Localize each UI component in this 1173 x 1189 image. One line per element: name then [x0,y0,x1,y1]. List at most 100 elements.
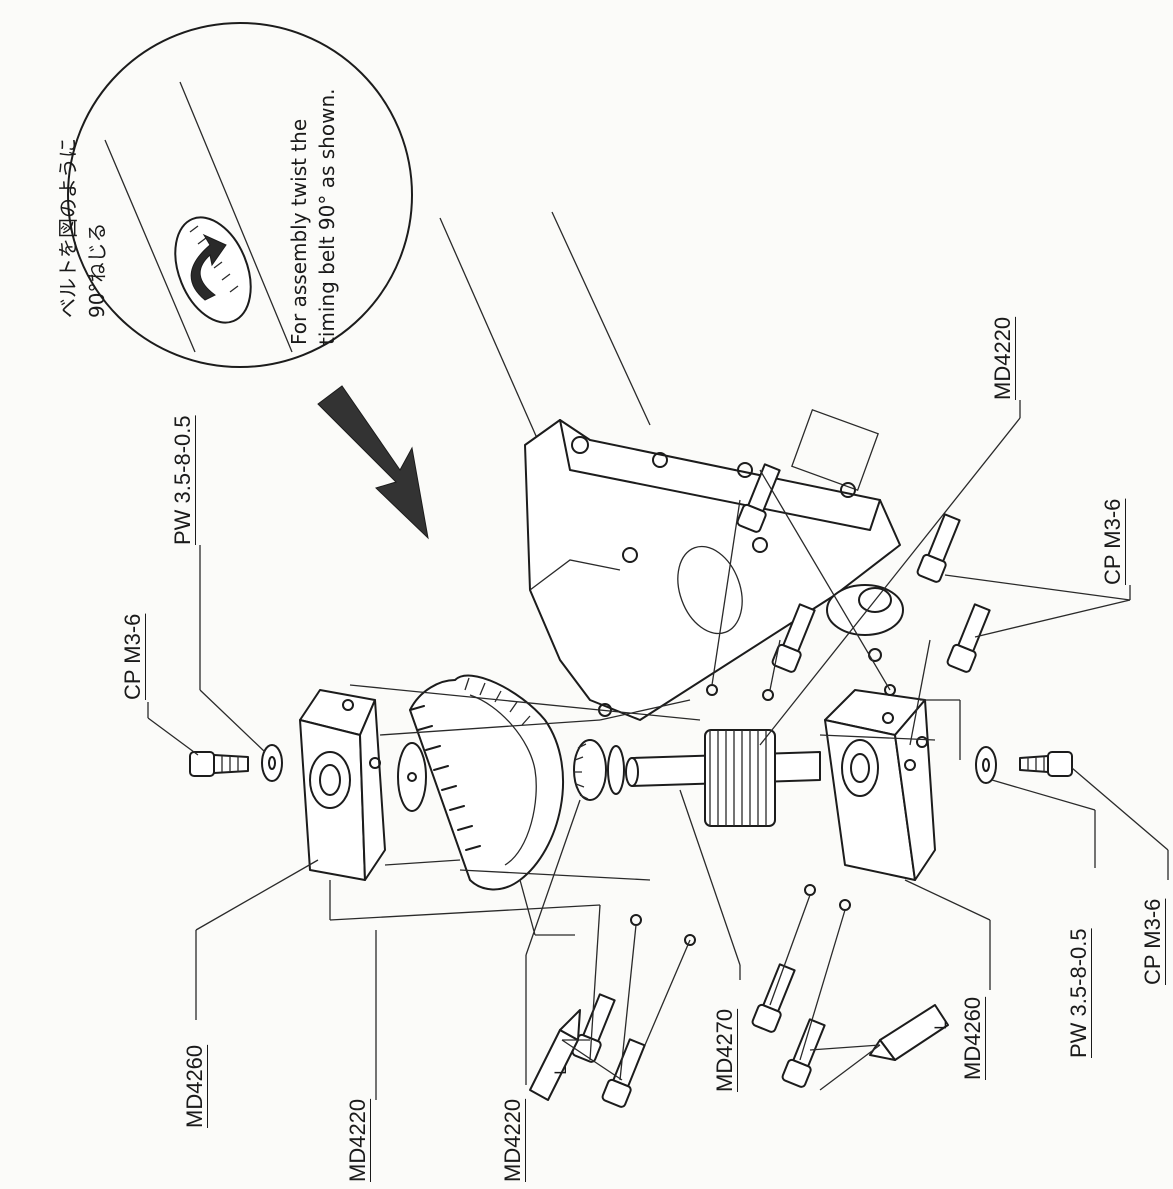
housing-hole-8 [868,648,882,662]
right-block-hole [904,759,916,771]
housing-hole-4 [840,482,856,498]
left-cap-screw [189,751,249,777]
left-block-front [299,719,366,881]
belt-inner-line [469,694,537,866]
housing-hole-3 [737,462,753,478]
screw-u1 [736,463,781,533]
screw-l2 [601,1038,646,1108]
inset-shaft-line-1 [104,139,196,353]
left-block-side [359,699,386,881]
label-md4260-left: MD4260 [182,1044,207,1128]
belt-outline [409,674,565,891]
shaft-and-gear [625,729,821,827]
left-screw-thread [221,756,239,772]
pulley-flange [607,745,625,795]
label-cp-m3-6-top: CP M3-6 [120,613,145,700]
right-screw-head [1047,751,1073,777]
screw-u4 [946,603,991,673]
upper-screws [736,463,991,673]
left-block [299,689,386,881]
inset-leader-1 [439,217,541,446]
label-leaders [147,400,1169,1100]
housing-hole-6 [752,537,768,553]
pointer-arrow-icon [317,385,429,540]
right-block-bore [841,739,879,797]
right-block-hole-top [882,712,894,724]
left-screw-head [189,751,215,777]
belt-teeth-left [409,705,481,851]
screw-l1 [571,993,616,1063]
left-block-bore-inner [319,764,341,796]
inset-shaft-line-2 [179,81,293,353]
dowel-hole-2 [762,689,774,701]
left-marker-letter: L [551,1066,570,1075]
pulley-body [573,739,607,801]
housing-top-edge [559,419,881,531]
small-pulley [573,739,625,801]
housing-outline [524,419,901,721]
note-ja-line2: 90°ねじる [85,222,109,318]
note-en-line2: timing belt 90° as shown. [315,88,339,345]
inset-detail [67,22,413,368]
label-pw-bottom: PW 3.5-8-0.5 [1066,928,1091,1058]
left-block-hole [369,757,381,769]
gear-body [704,729,776,827]
right-washer [975,746,997,784]
label-md4220-mid: MD4220 [500,1098,525,1182]
dowel-hole-3 [884,684,896,696]
thrust-washer-hole [407,772,417,782]
note-en-line1: For assembly twist the [287,118,311,345]
dowel-hole-5 [630,914,642,926]
screw-l4 [781,1018,826,1088]
twist-arrow-icon [190,233,227,301]
housing-flange [529,559,621,591]
screw-u3 [916,513,961,583]
right-screw-thread [1027,757,1045,771]
shaft-end [625,757,639,787]
housing-hole-2 [652,452,668,468]
dowel-hole-8 [839,899,851,911]
housing-bearing-bore [858,587,892,613]
housing-opening [677,545,743,635]
right-marker [869,1004,949,1061]
assembly-guides [329,469,961,1091]
label-cp-m3-6-right: CP M3-6 [1100,498,1125,585]
note-ja-line1: ベルトを図のように [56,138,80,318]
pulley-teeth [574,743,589,800]
lower-screws [571,963,826,1108]
right-washer-hole [982,758,990,772]
dowel-hole-6 [684,934,696,946]
screw-u2 [771,603,816,673]
left-washer-hole [268,756,276,770]
screw-l3 [751,963,796,1033]
left-marker [529,1009,581,1101]
housing-hole-1 [571,436,589,454]
right-cap-screw [1019,751,1073,777]
dowel-hole-1 [706,684,718,696]
label-md4220-left: MD4220 [345,1098,370,1182]
label-md4260-right: MD4260 [960,996,985,1080]
housing-hole-5 [622,547,638,563]
left-block-hole-top [342,699,354,711]
timing-belt [409,674,565,891]
belt-teeth-top [464,677,531,726]
label-cp-m3-6-bottom: CP M3-6 [1140,898,1165,985]
label-pw-top: PW 3.5-8-0.5 [170,415,195,545]
inset-leader-2 [551,211,651,426]
inset-belt [174,216,252,324]
gear-housing [524,409,904,721]
gear-teeth [709,730,767,826]
right-marker-letter: L [931,1021,950,1030]
housing-slot [791,409,879,491]
left-washer [261,744,283,782]
left-block-bore [309,751,351,809]
dowel-hole-7 [804,884,816,896]
left-screw-shank [213,754,249,774]
dowel-hole-4 [916,736,928,748]
thrust-washer [397,742,427,812]
right-block-bore-inner [850,753,870,783]
label-md4220-top: MD4220 [990,316,1015,400]
inset-circle [67,22,413,368]
